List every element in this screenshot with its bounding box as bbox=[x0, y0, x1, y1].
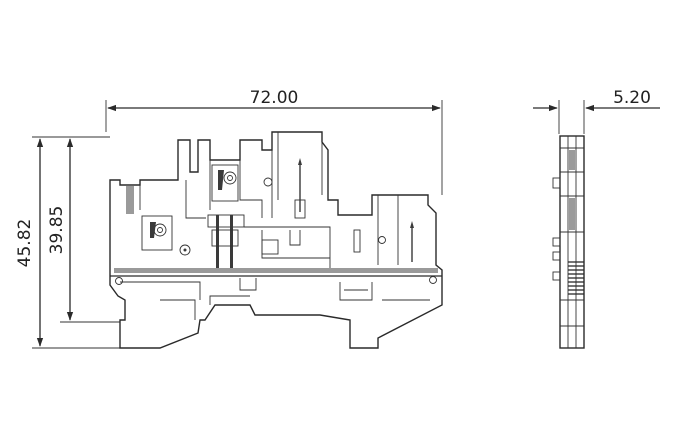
terminal-block-side-view bbox=[552, 135, 585, 349]
terminal-block-front-view bbox=[109, 131, 443, 349]
clamp-left bbox=[141, 215, 191, 256]
ribbed-grip bbox=[568, 261, 584, 295]
center-bridge bbox=[207, 214, 245, 273]
dimension-height-inner: 39.85 bbox=[47, 138, 125, 323]
dimension-height-inner-label: 39.85 bbox=[47, 206, 67, 255]
busbar-rail bbox=[114, 268, 438, 273]
test-pin-right bbox=[353, 221, 414, 262]
left-chamber-shade bbox=[126, 186, 134, 214]
dimension-side-width-label: 5.20 bbox=[613, 88, 651, 108]
clamp-upper bbox=[211, 164, 273, 202]
dimension-width-top: 72.00 bbox=[105, 88, 443, 195]
dimension-height-outer-label: 45.82 bbox=[15, 219, 35, 268]
dimension-height-outer: 45.82 bbox=[15, 136, 120, 349]
test-pin-upper bbox=[294, 158, 306, 219]
dimension-width-label: 72.00 bbox=[250, 88, 299, 108]
dimension-side-width: 5.20 bbox=[533, 88, 660, 134]
